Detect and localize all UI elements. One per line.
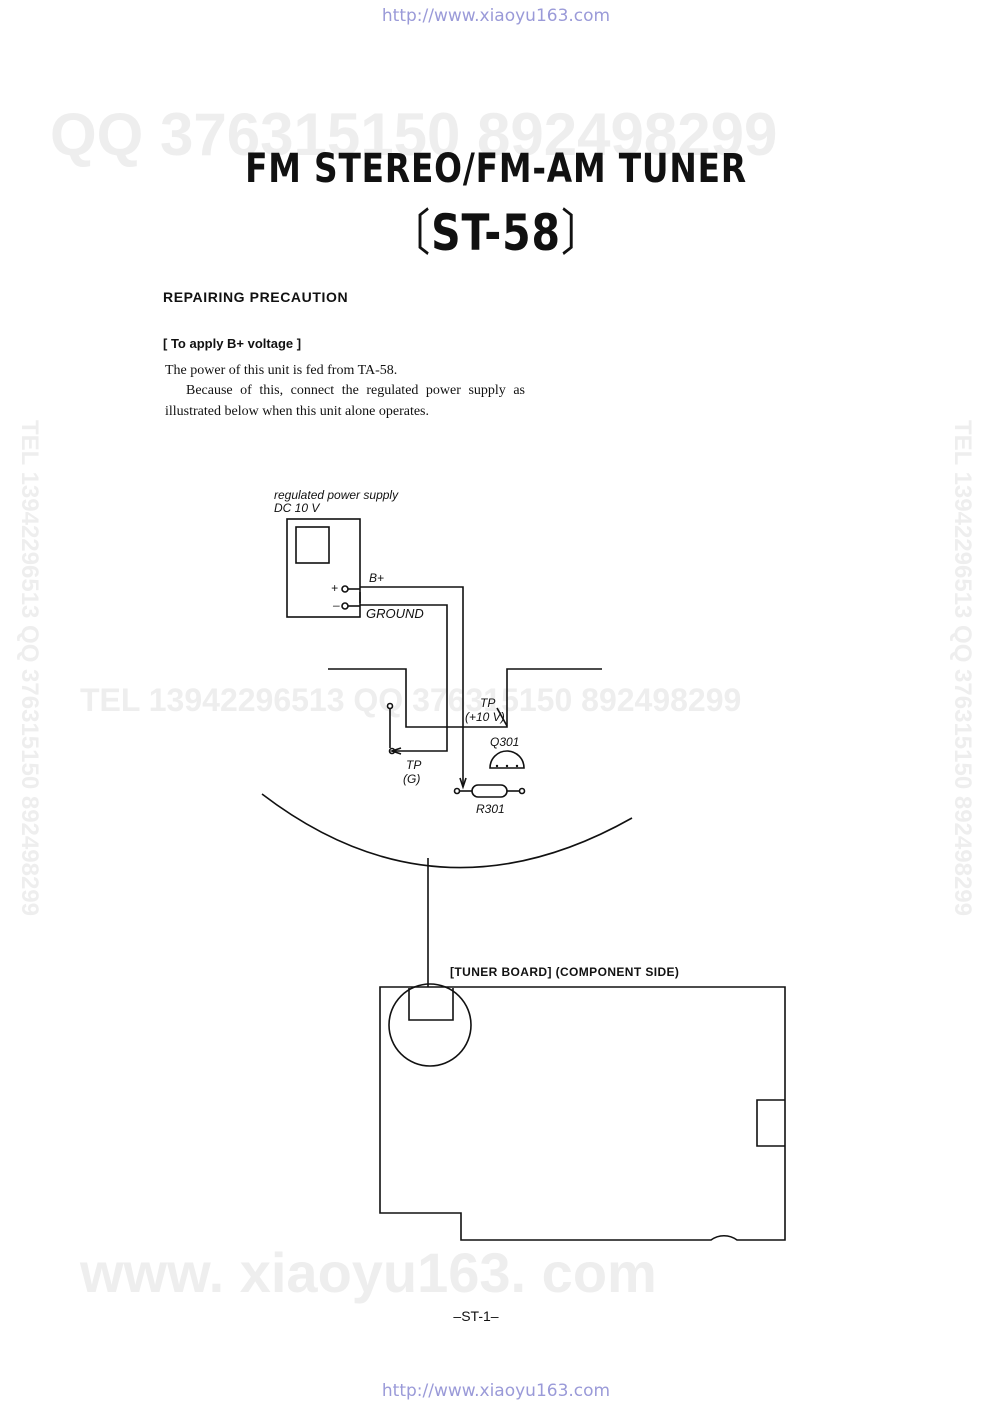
board-label: [TUNER BOARD] (COMPONENT SIDE) [450, 965, 680, 979]
tp-plus-label: TP [480, 696, 496, 710]
header-url: http://www.xiaoyu163.com [381, 6, 611, 26]
plus-terminal [341, 585, 349, 593]
watermark-side-left: TEL 13942296513 QQ 376315150 892498299 [16, 420, 43, 916]
board-notch [756, 1099, 785, 1147]
watermark-bottom: www. xiaoyu163. com [80, 1241, 657, 1304]
paragraph-2: Because of this, connect the regulated p… [165, 383, 525, 419]
q301-transistor [489, 750, 525, 769]
supply-label: regulated power supply [274, 488, 399, 502]
model-number: ST-58 [431, 204, 561, 262]
section-heading: REPAIRING PRECAUTION [163, 289, 349, 305]
watermark-side-right: TEL 13942296513 QQ 376315150 892498299 [949, 420, 976, 916]
tp-g-label: TP [406, 758, 422, 772]
bplus-wire [360, 586, 464, 786]
power-supply-meter [295, 526, 330, 564]
watermark-tel-mid: TEL 13942296513 QQ 376315150 892498299 [80, 682, 742, 718]
magnifier-arc [261, 793, 633, 869]
model-title: 〔ST-58〕 [89, 193, 902, 265]
zoom-circle [388, 983, 472, 1067]
bracket-right: 〕 [560, 204, 603, 262]
footer-url: http://www.xiaoyu163.com [381, 1381, 611, 1401]
r301-label: R301 [476, 802, 505, 816]
minus-label: – [333, 598, 340, 612]
page-title: FM STEREO/FM-AM TUNER [245, 146, 747, 192]
tp-g-ground-label: (G) [403, 772, 421, 786]
power-supply-box [286, 518, 361, 618]
ground-label: GROUND [366, 606, 424, 621]
tuner-board-outline [379, 986, 786, 1241]
supply-voltage-label: DC 10 V [274, 501, 320, 515]
watermark-qq: QQ 376315150 892498299 [50, 101, 778, 168]
sub-heading: [ To apply B+ voltage ] [163, 336, 302, 351]
bracket-left: 〔 [389, 204, 432, 262]
q301-label: Q301 [490, 735, 520, 749]
paragraph-1: The power of this unit is fed from TA-58… [165, 363, 398, 378]
zoom-cutout [408, 988, 454, 1021]
page-number: –ST-1– [453, 1308, 499, 1324]
r301-resistor [471, 784, 508, 798]
minus-terminal [341, 602, 349, 610]
ground-wire [360, 604, 448, 752]
bplus-label: B+ [369, 571, 385, 585]
tp-plus-voltage-label: (+10 V) [465, 710, 505, 724]
chassis-outline [328, 668, 602, 728]
plus-label: + [331, 581, 339, 595]
